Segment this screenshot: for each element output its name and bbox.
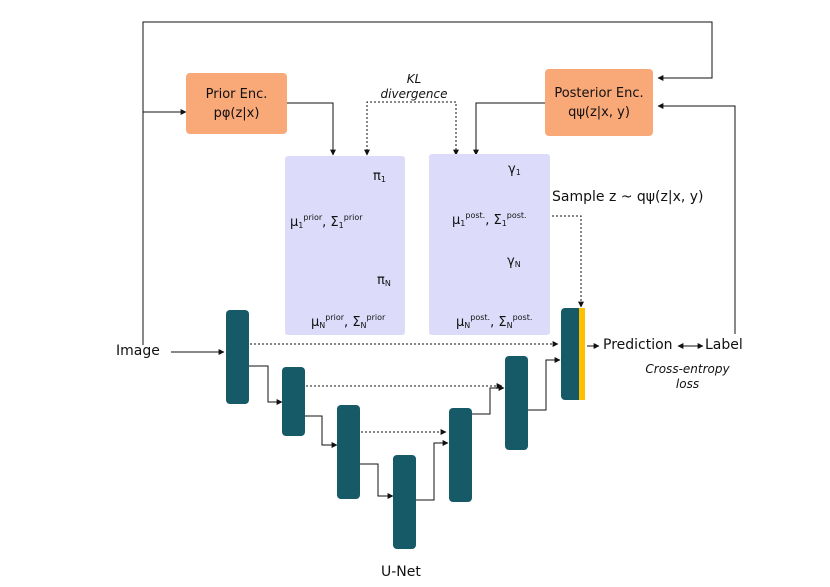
unet-output-block [561, 308, 580, 400]
unet-bottleneck-block [393, 455, 416, 549]
sample-label: Sample z ~ qψ(z|x, y) [552, 189, 704, 205]
prior-weight-n: πN [377, 273, 391, 288]
unet-decoder-block-2 [505, 356, 528, 450]
prior-params-n: μNprior, ΣNprior [311, 313, 386, 330]
posterior-weight-1: γ1 [508, 162, 521, 177]
loss-label: Cross-entropy loss [645, 362, 730, 391]
prior-encoder: Prior Enc. pφ(z|x) [186, 73, 287, 134]
prior-enc-to-panel-arrow [287, 102, 336, 156]
prediction-label: Prediction [603, 337, 673, 353]
posterior-encoder-formula: qψ(z|x, y) [568, 104, 630, 120]
posterior-encoder: Posterior Enc. qψ(z|x, y) [545, 69, 653, 136]
posterior-encoder-title: Posterior Enc. [554, 85, 644, 101]
kl-dashed-link [364, 101, 459, 156]
image-label: Image [116, 343, 160, 359]
posterior-weight-n: γN [507, 254, 521, 269]
unet-encoder-block-1 [226, 310, 249, 404]
prior-encoder-title: Prior Enc. [205, 86, 268, 102]
prior-weight-1: π1 [373, 169, 386, 184]
unet-encoder-block-2 [282, 367, 305, 436]
kl-divergence-label: KL divergence [380, 72, 448, 101]
unet-decoder-block-1 [449, 408, 472, 502]
posterior-params-1: μ1post., Σ1post. [452, 211, 527, 228]
unet-label: U-Net [381, 564, 421, 580]
post-enc-to-panel-arrow [473, 102, 545, 156]
target-label: Label [705, 337, 743, 353]
unet-encoder-block-3 [337, 405, 360, 499]
top-loop-line [142, 21, 713, 345]
sample-dashed-arrow [552, 215, 584, 308]
prior-gmm-panel [285, 156, 405, 335]
posterior-params-n: μNpost., ΣNpost. [456, 313, 533, 330]
sampled-z-channel [579, 308, 585, 400]
posterior-gmm-panel [429, 154, 550, 335]
prior-encoder-formula: pφ(z|x) [213, 105, 260, 121]
prior-params-1: μ1prior, Σ1prior [290, 213, 363, 230]
label-to-post-enc-arrow [657, 103, 736, 334]
